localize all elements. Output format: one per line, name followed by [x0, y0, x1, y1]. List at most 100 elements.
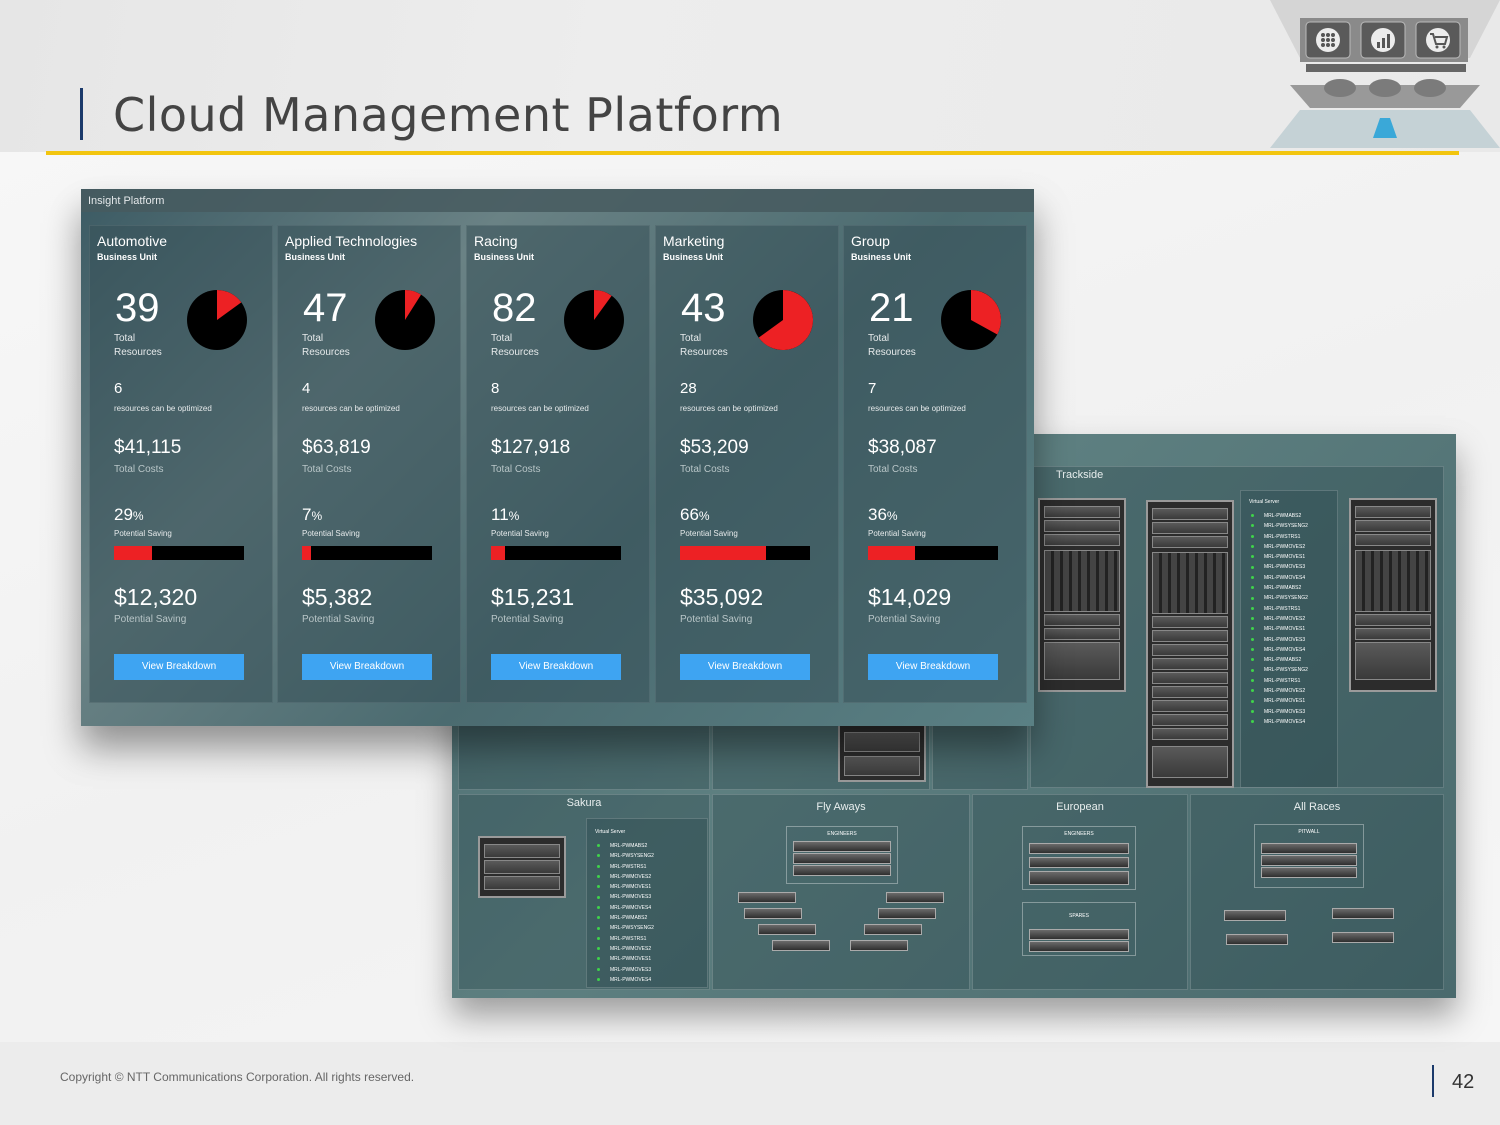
server-unit[interactable] — [772, 940, 830, 951]
list-item[interactable]: MRL-PWMABS2 — [1251, 655, 1308, 665]
pitwall-group[interactable]: PITWALL — [1254, 824, 1364, 888]
server-unit[interactable] — [744, 908, 802, 919]
server-rack[interactable] — [1349, 498, 1437, 692]
card-title: Racing — [474, 233, 518, 249]
list-item[interactable]: MRL-PWMOVES1 — [1251, 696, 1308, 706]
zone-title-fly-aways: Fly Aways — [816, 801, 866, 813]
total-cost-label: Total Costs — [491, 464, 541, 475]
pitwall-label: PITWALL — [1298, 829, 1320, 835]
saving-progress-bar — [302, 546, 432, 560]
list-item[interactable]: MRL-PWMOVES2 — [597, 872, 654, 882]
engineers-group[interactable]: ENGINEERS — [786, 826, 898, 884]
app-title: Insight Platform — [88, 195, 165, 207]
list-item[interactable]: MRL-PWMABS2 — [1251, 583, 1308, 593]
list-item[interactable]: MRL-PWMOVES4 — [597, 975, 654, 985]
list-item[interactable]: MRL-PWSTRS1 — [597, 934, 654, 944]
engineers-group[interactable]: ENGINEERS — [1022, 826, 1136, 890]
list-item[interactable]: MRL-PWMABS2 — [1251, 511, 1308, 521]
server-rack[interactable] — [838, 724, 926, 782]
server-rack[interactable] — [478, 836, 566, 898]
list-item[interactable]: MRL-PWMOVES3 — [1251, 707, 1308, 717]
server-unit[interactable] — [1226, 934, 1288, 945]
zone-title-european: European — [1056, 801, 1104, 813]
list-item[interactable]: MRL-PWMABS2 — [597, 841, 654, 851]
potential-saving-label: Potential Saving — [680, 614, 753, 625]
list-item[interactable]: MRL-PWMOVES4 — [1251, 717, 1308, 727]
saving-percent-label: Potential Saving — [680, 529, 738, 538]
server-unit[interactable] — [886, 892, 944, 903]
saving-percent: 11% — [491, 505, 520, 524]
potential-saving-label: Potential Saving — [114, 614, 187, 625]
business-unit-card: Racing Business Unit 82 Total Resources … — [466, 225, 650, 703]
potential-saving-value: $14,029 — [868, 584, 952, 610]
list-item[interactable]: MRL-PWMOVES2 — [1251, 542, 1308, 552]
saving-percent-label: Potential Saving — [868, 529, 926, 538]
card-title: Marketing — [663, 233, 725, 249]
optimizable-label: resources can be optimized — [868, 404, 966, 413]
list-item[interactable]: MRL-PWSTRS1 — [597, 862, 654, 872]
list-item[interactable]: MRL-PWSYSENG2 — [1251, 593, 1308, 603]
list-item[interactable]: MRL-PWMOVES2 — [597, 944, 654, 954]
card-subtitle: Business Unit — [97, 252, 158, 262]
list-item[interactable]: MRL-PWSTRS1 — [1251, 676, 1308, 686]
list-item[interactable]: MRL-PWMOVES2 — [1251, 686, 1308, 696]
total-resources-value: 47 — [303, 286, 348, 330]
header-band — [0, 0, 1500, 152]
view-breakdown-button[interactable]: View Breakdown — [868, 654, 998, 680]
optimizable-label: resources can be optimized — [680, 404, 778, 413]
list-item[interactable]: MRL-PWMABS2 — [597, 913, 654, 923]
server-unit[interactable] — [1332, 932, 1394, 943]
server-unit[interactable] — [1224, 910, 1286, 921]
server-unit[interactable] — [1332, 908, 1394, 919]
server-unit[interactable] — [878, 908, 936, 919]
server-unit[interactable] — [864, 924, 922, 935]
view-breakdown-button[interactable]: View Breakdown — [302, 654, 432, 680]
footer-band — [0, 1042, 1500, 1125]
list-item[interactable]: MRL-PWMOVES4 — [1251, 645, 1308, 655]
list-item[interactable]: MRL-PWMOVES1 — [597, 954, 654, 964]
spares-group[interactable]: SPARES — [1022, 902, 1136, 956]
server-rack[interactable] — [1146, 500, 1234, 788]
potential-saving-label: Potential Saving — [302, 614, 375, 625]
list-item[interactable]: MRL-PWSYSENG2 — [597, 851, 654, 861]
business-unit-card: Applied Technologies Business Unit 47 To… — [277, 225, 461, 703]
list-item[interactable]: MRL-PWSYSENG2 — [597, 923, 654, 933]
list-item[interactable]: MRL-PWMOVES3 — [597, 965, 654, 975]
list-item[interactable]: MRL-PWSYSENG2 — [1251, 665, 1308, 675]
optimizable-count: 6 — [114, 380, 123, 397]
server-unit[interactable] — [738, 892, 796, 903]
list-item[interactable]: MRL-PWMOVES3 — [1251, 635, 1308, 645]
list-item[interactable]: MRL-PWMOVES3 — [1251, 562, 1308, 572]
list-item[interactable]: MRL-PWSTRS1 — [1251, 604, 1308, 614]
list-item[interactable]: MRL-PWMOVES1 — [1251, 624, 1308, 634]
view-breakdown-button[interactable]: View Breakdown — [491, 654, 621, 680]
total-resources-label: Resources — [302, 347, 350, 358]
list-item[interactable]: MRL-PWMOVES3 — [597, 892, 654, 902]
total-resources-value: 21 — [869, 286, 914, 330]
list-item[interactable]: MRL-PWSYSENG2 — [1251, 521, 1308, 531]
list-item[interactable]: MRL-PWMOVES4 — [1251, 573, 1308, 583]
list-item[interactable]: MRL-PWMOVES1 — [597, 882, 654, 892]
view-breakdown-button[interactable]: View Breakdown — [114, 654, 244, 680]
saving-progress-bar — [114, 546, 244, 560]
view-breakdown-button[interactable]: View Breakdown — [680, 654, 810, 680]
total-resources-value: 82 — [492, 286, 537, 330]
list-item[interactable]: MRL-PWMOVES1 — [1251, 552, 1308, 562]
saving-percent-label: Potential Saving — [114, 529, 172, 538]
server-unit[interactable] — [850, 940, 908, 951]
list-item[interactable]: MRL-PWMOVES4 — [597, 903, 654, 913]
datacenter-screen: Trackside Virtual Server MRL-PWMABS2 MRL… — [452, 434, 1456, 998]
zone-title-sakura: Sakura — [566, 797, 602, 809]
list-item[interactable]: MRL-PWSTRS1 — [1251, 532, 1308, 542]
pie-slice — [971, 290, 1001, 335]
title-underline — [46, 151, 1459, 155]
app-header: Insight Platform — [81, 189, 1034, 212]
total-resources-label: Resources — [491, 347, 539, 358]
server-unit[interactable] — [758, 924, 816, 935]
saving-progress-bar — [491, 546, 621, 560]
resource-pie-chart — [187, 290, 247, 350]
server-rack[interactable] — [1038, 498, 1126, 692]
potential-saving-value: $35,092 — [680, 584, 764, 610]
list-item[interactable]: MRL-PWMOVES2 — [1251, 614, 1308, 624]
total-resources-label: Resources — [680, 347, 728, 358]
